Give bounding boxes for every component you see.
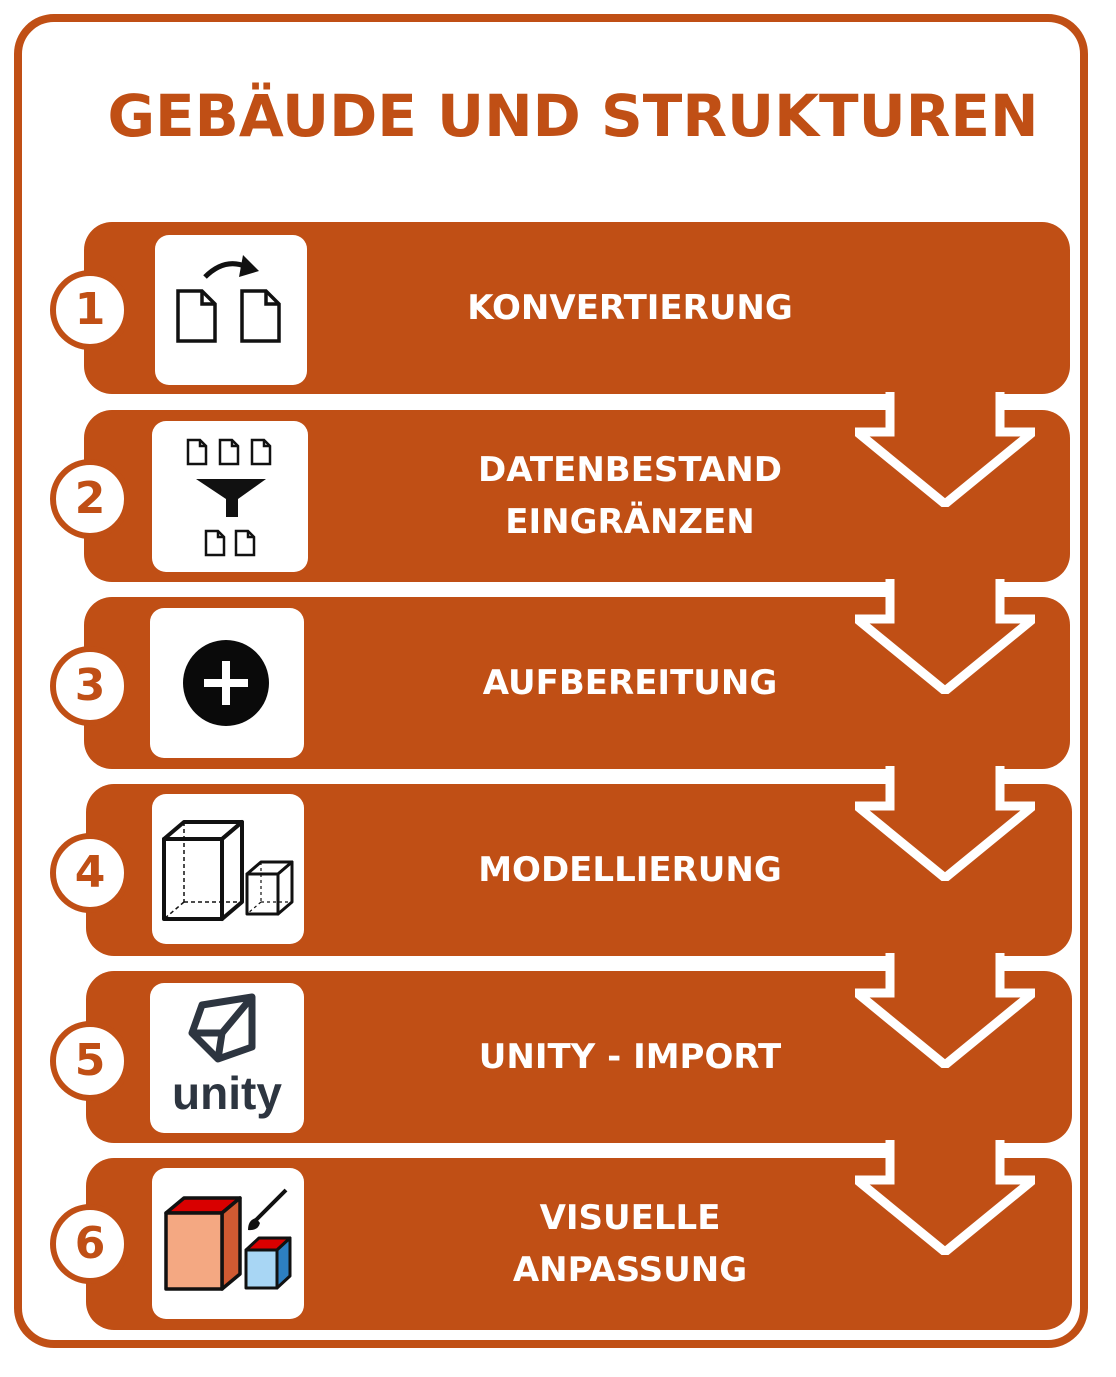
step-5-number: 5 xyxy=(50,1021,130,1101)
step-5-label-line-1: UNITY - IMPORT xyxy=(478,1037,782,1077)
step-2-label-line-1: DATENBESTAND xyxy=(478,450,782,490)
outer-frame xyxy=(14,14,1088,1348)
step-3-label-line-1: AUFBEREITUNG xyxy=(482,663,778,703)
step-5-icon-box: unity xyxy=(150,983,304,1133)
step-1-label: KONVERTIERUNG xyxy=(330,222,930,394)
step-1-label-line-1: KONVERTIERUNG xyxy=(467,288,793,328)
step-1-icon-box xyxy=(155,235,307,385)
step-6-label: VISUELLE ANPASSUNG xyxy=(330,1158,930,1330)
step-6-number: 6 xyxy=(50,1204,130,1284)
flow-arrow-5-6 xyxy=(855,1140,1035,1255)
flow-arrow-2-3 xyxy=(855,579,1035,694)
step-4-label-line-1: MODELLIERUNG xyxy=(478,850,782,890)
step-2-label: DATENBESTAND EINGRÄNZEN xyxy=(330,410,930,582)
flow-arrow-3-4 xyxy=(855,766,1035,881)
step-3-label: AUFBEREITUNG xyxy=(330,597,930,769)
step-6-icon-box xyxy=(152,1168,304,1319)
step-5-label: UNITY - IMPORT xyxy=(330,971,930,1143)
unity-logo-text: unity xyxy=(172,1067,282,1119)
unity-logo-icon: unity xyxy=(172,993,282,1119)
plus-circle-icon xyxy=(183,640,269,726)
step-2-label-line-2: EINGRÄNZEN xyxy=(505,502,755,542)
flow-arrow-4-5 xyxy=(855,953,1035,1068)
step-3-icon-box xyxy=(150,608,304,758)
painted-boxes-icon xyxy=(164,1188,292,1291)
step-6-label-line-2: ANPASSUNG xyxy=(512,1250,748,1290)
step-6-label-line-1: VISUELLE xyxy=(539,1198,721,1238)
step-4-number: 4 xyxy=(50,833,130,913)
step-4-icon-box xyxy=(152,794,304,944)
flow-arrow-1-2 xyxy=(855,392,1035,507)
step-4-label: MODELLIERUNG xyxy=(330,784,930,956)
page-title: GEBÄUDE UND STRUKTUREN xyxy=(107,82,1039,150)
step-3-number: 3 xyxy=(50,646,130,726)
step-2-number: 2 xyxy=(50,459,130,539)
step-1-number: 1 xyxy=(50,270,130,350)
step-2-icon-box xyxy=(152,421,308,572)
file-convert-icon xyxy=(176,255,281,343)
wireframe-boxes-icon xyxy=(162,820,294,921)
filter-files-icon xyxy=(186,438,272,557)
